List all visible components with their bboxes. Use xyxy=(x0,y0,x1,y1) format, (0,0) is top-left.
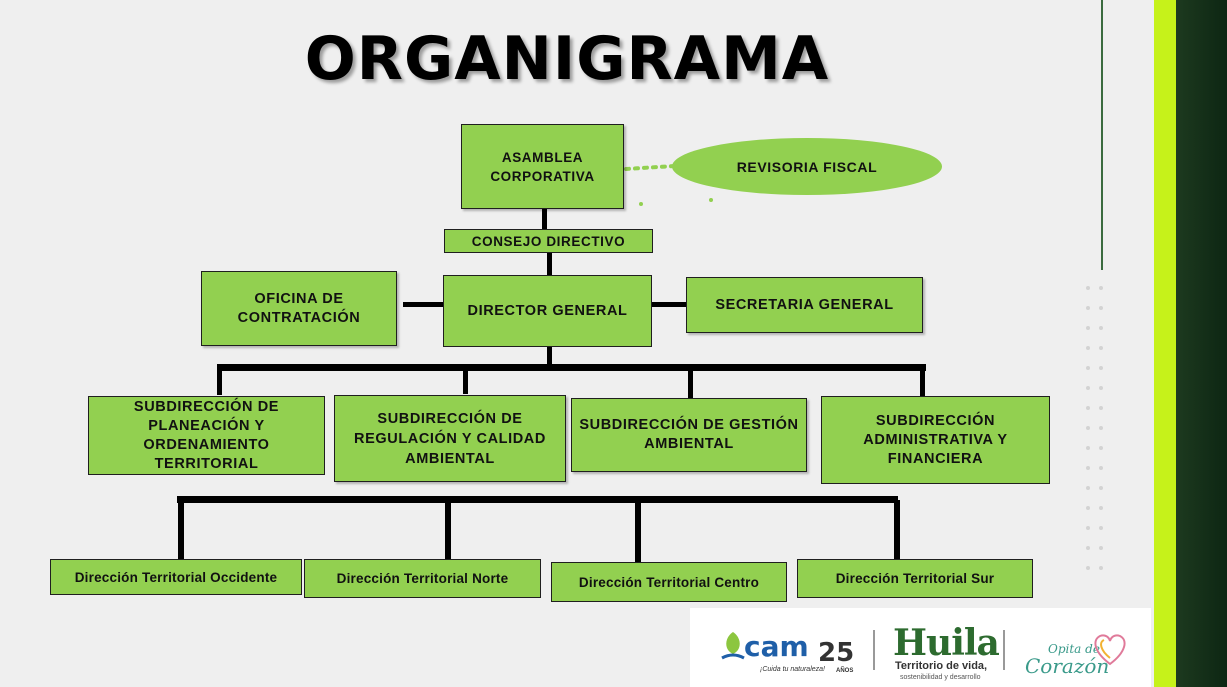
node-label: DIRECTOR GENERAL xyxy=(467,302,628,319)
logo-panel: cam ¡Cuida tu naturaleza! 25 AÑOS Huila … xyxy=(690,608,1151,687)
dot-grid-decoration xyxy=(1086,286,1103,570)
node-label: OFICINA DE CONTRATACIÓN xyxy=(237,290,361,326)
node-label: SUBDIRECCIÓN DE PLANEACIÓN Y ORDENAMIENT… xyxy=(133,398,280,472)
cam-leaf-icon xyxy=(721,632,745,660)
node-sub-planeacion: SUBDIRECCIÓN DE PLANEACIÓN Y ORDENAMIENT… xyxy=(88,396,325,475)
node-oficina-contratacion: OFICINA DE CONTRATACIÓN xyxy=(201,271,397,346)
connector-oficina-director xyxy=(403,302,444,307)
connector-consejo-director xyxy=(547,252,552,276)
decorative-divider xyxy=(1101,0,1103,270)
connector-dt-drop-3 xyxy=(635,500,641,562)
huila-sub: sostenibilidad y desarrollo xyxy=(900,674,981,681)
huila-logo-text: Huila xyxy=(893,622,1000,664)
node-dt-centro: Dirección Territorial Centro xyxy=(551,562,787,602)
node-secretaria-general: SECRETARIA GENERAL xyxy=(686,277,923,333)
node-asamblea-corporativa: ASAMBLEA CORPORATIVA xyxy=(461,124,624,209)
connector-dt-drop-1 xyxy=(178,500,184,559)
connector-sub-drop-2 xyxy=(463,368,468,394)
logo-divider xyxy=(1003,630,1005,670)
connector-asamblea-consejo xyxy=(542,208,547,230)
node-sub-regulacion: SUBDIRECCIÓN DE REGULACIÓN Y CALIDAD AMB… xyxy=(334,395,566,482)
cam-logo-text: cam xyxy=(744,630,809,663)
node-sub-gestion: SUBDIRECCIÓN DE GESTIÓN AMBIENTAL xyxy=(571,398,807,472)
node-label: REVISORIA FISCAL xyxy=(736,158,878,175)
node-label: Dirección Territorial Sur xyxy=(835,571,995,586)
node-label: SUBDIRECCIÓN DE GESTIÓN AMBIENTAL xyxy=(579,417,799,452)
node-revisoria-fiscal: REVISORIA FISCAL xyxy=(672,138,942,195)
connector-dt-bus xyxy=(177,496,898,503)
node-dt-sur: Dirección Territorial Sur xyxy=(797,559,1033,598)
connector-director-down xyxy=(547,346,552,366)
node-label: Dirección Territorial Occidente xyxy=(74,569,278,585)
node-dt-occidente: Dirección Territorial Occidente xyxy=(50,559,302,595)
connector-sub-bus xyxy=(217,364,926,371)
node-label: SECRETARIA GENERAL xyxy=(715,296,894,313)
connector-sub-drop-3 xyxy=(688,368,693,398)
cam-years: 25 xyxy=(818,638,855,668)
opita-logo-text-2: Corazón xyxy=(1025,654,1110,678)
leaf-decoration xyxy=(1154,0,1227,687)
page-title: ORGANIGRAMA xyxy=(304,24,830,94)
node-label: Dirección Territorial Centro xyxy=(578,574,760,590)
connector-dt-drop-2 xyxy=(445,500,451,559)
node-sub-administrativa: SUBDIRECCIÓN ADMINISTRATIVA Y FINANCIERA xyxy=(821,396,1050,484)
connector-sub-drop-1 xyxy=(217,368,222,395)
huila-tagline: Territorio de vida, xyxy=(895,660,988,672)
node-label: CONSEJO DIRECTIVO xyxy=(471,233,626,249)
cam-years-label: AÑOS xyxy=(836,668,854,674)
cam-tagline: ¡Cuida tu naturaleza! xyxy=(760,666,825,673)
connector-sub-drop-4 xyxy=(920,368,925,396)
node-label: ASAMBLEA CORPORATIVA xyxy=(490,149,595,184)
node-label: SUBDIRECCIÓN ADMINISTRATIVA Y FINANCIERA xyxy=(863,412,1008,467)
connector-dt-drop-4 xyxy=(894,500,900,559)
node-director-general: DIRECTOR GENERAL xyxy=(443,275,652,347)
node-label: SUBDIRECCIÓN DE REGULACIÓN Y CALIDAD AMB… xyxy=(354,410,546,467)
node-consejo-directivo: CONSEJO DIRECTIVO xyxy=(444,229,653,253)
opita-logo-text-1: Opita de xyxy=(1048,642,1100,656)
connector-director-secretaria xyxy=(652,302,686,307)
node-label: Dirección Territorial Norte xyxy=(336,571,509,586)
logo-divider xyxy=(873,630,875,670)
node-dt-norte: Dirección Territorial Norte xyxy=(304,559,541,598)
heart-icon xyxy=(1094,634,1126,666)
